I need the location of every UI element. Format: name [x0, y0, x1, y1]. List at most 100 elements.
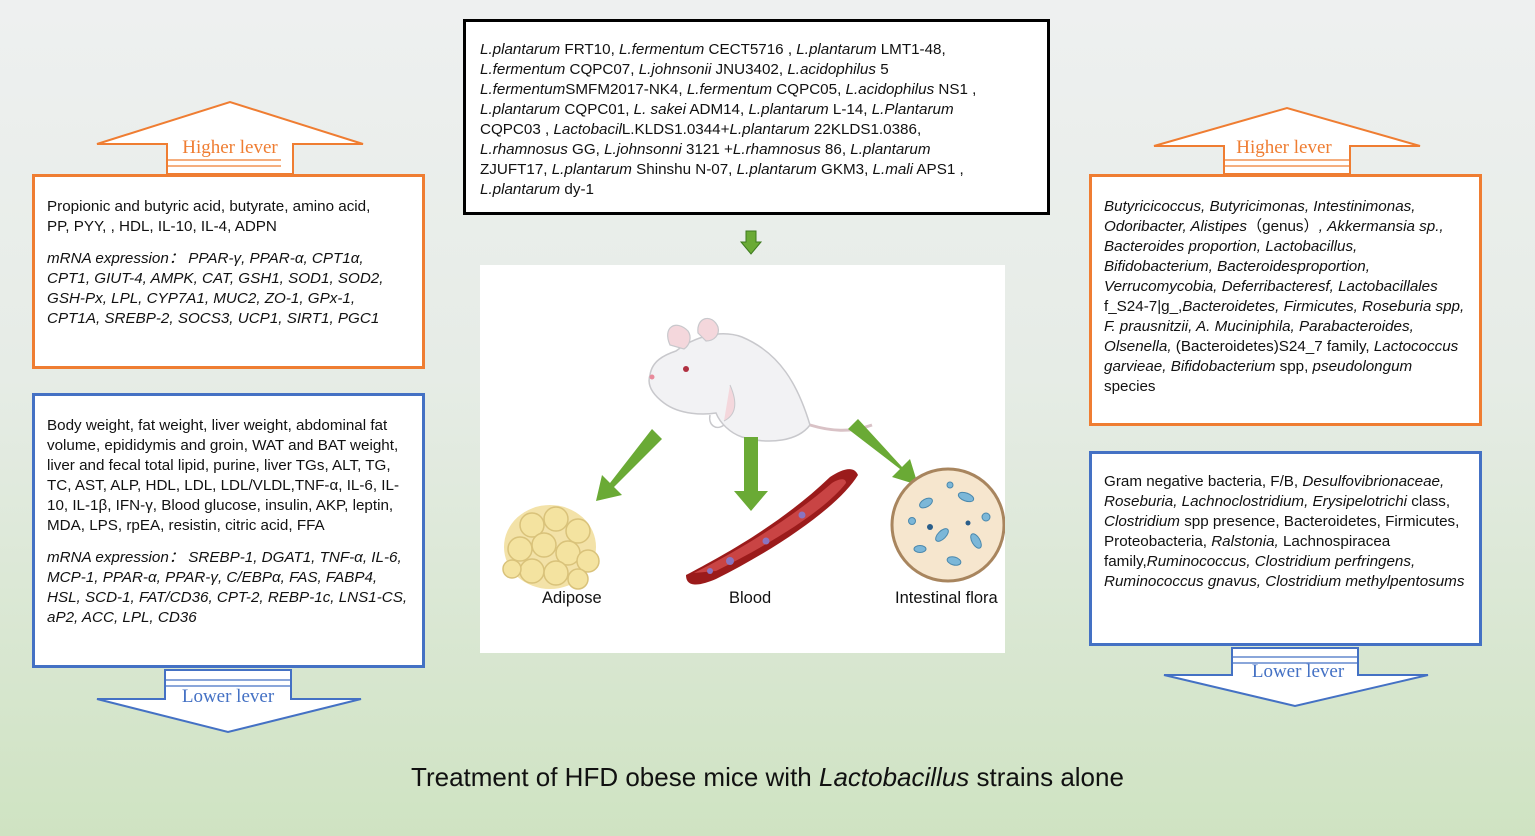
- text-segment: 3121 +: [681, 141, 733, 158]
- intestinal-flora-label: Intestinal flora: [895, 589, 998, 607]
- text-segment: L.plantarum: [551, 161, 632, 178]
- text-segment: dy-1: [560, 181, 594, 198]
- lower-lever-arrow-left: [96, 669, 362, 734]
- text-segment: APS1 ,: [913, 161, 964, 178]
- text-segment: L.fermentum: [480, 81, 566, 98]
- text-segment: Bacteroidetes, Firmicutes, Roseburia spp…: [1104, 298, 1465, 355]
- increased-bacteria-text: Butyricicoccus, Butyricimonas, Intestini…: [1104, 197, 1467, 397]
- text-segment: LMT1-48,: [876, 41, 946, 58]
- text-segment: L.johnsonii: [638, 61, 712, 78]
- strain-line-1: L.plantarum FRT10, L.fermentum CECT5716 …: [480, 40, 1033, 60]
- strain-line-7: ZJUFT17, L.plantarum Shinshu N-07, L.pla…: [480, 160, 1033, 180]
- mouse-icon: [648, 317, 873, 442]
- strain-line-6: L.rhamnosus GG, L.johnsonni 3121 +L.rham…: [480, 140, 1033, 160]
- arrow-to-flora-icon: [848, 419, 918, 485]
- text-segment: Lachnospiracea family,: [1104, 533, 1391, 570]
- text-segment: Desulfovibrionaceae, Roseburia, Lachnocl…: [1104, 473, 1445, 510]
- text-segment: class,: [1411, 493, 1451, 510]
- adipose-icon: [502, 505, 600, 590]
- text-segment: Ralstonia,: [1211, 533, 1283, 550]
- blood-vessel-icon: [686, 469, 858, 585]
- text-segment: CQPC03 ,: [480, 121, 554, 138]
- text-segment: ZJUFT17,: [480, 161, 552, 178]
- arrow-to-adipose-icon: [596, 429, 662, 501]
- text-segment: L.rhamnosus: [480, 141, 568, 158]
- text-segment: CQPC07,: [565, 61, 639, 78]
- downregulated-physiological: Body weight, fat weight, liver weight, a…: [47, 417, 400, 534]
- text-segment: Gram negative bacteria, F/B,: [1104, 473, 1303, 490]
- text-segment: L.plantarum: [480, 181, 561, 198]
- text-segment: 86,: [820, 141, 851, 158]
- strain-line-8: L.plantarum dy-1: [480, 180, 1033, 200]
- text-segment: L.acidophilus: [845, 81, 935, 98]
- text-segment: ADM14,: [685, 101, 749, 118]
- strain-line-5: CQPC03 , LactobacilL.KLDS1.0344+L.planta…: [480, 120, 1033, 140]
- text-segment: L.fermentum: [480, 61, 566, 78]
- lower-lever-label-left: Lower lever: [181, 686, 275, 707]
- upregulated-markers-box: Propionic and butyric acid, butyrate, am…: [32, 174, 425, 369]
- arrow-to-blood-icon: [734, 437, 768, 511]
- text-segment: Lactococcus garvieae, Bifidobacterium: [1104, 338, 1459, 375]
- text-segment: L.mali: [872, 161, 914, 178]
- text-segment: L.KLDS1.0344+: [621, 121, 730, 138]
- down-arrow-icon: [739, 230, 763, 255]
- text-segment: SMFM2017-NK4,: [565, 81, 687, 98]
- strain-line-3: L.fermentumSMFM2017-NK4, L.fermentum CQP…: [480, 80, 1033, 100]
- text-segment: CQPC01,: [560, 101, 634, 118]
- strain-line-2: L.fermentum CQPC07, L.johnsonii JNU3402,…: [480, 60, 1033, 80]
- lower-lever-arrow-right: [1163, 647, 1429, 708]
- text-segment: CECT5716 ,: [704, 41, 797, 58]
- text-segment: , Akkermansia sp., Bacteroides proportio…: [1104, 218, 1444, 295]
- text-segment: f_S24-7|g_,: [1104, 298, 1183, 315]
- text-segment: L.acidophilus: [787, 61, 876, 78]
- text-segment: spp presence, Bacteroidetes, Firmicutes,…: [1104, 513, 1460, 550]
- figure-caption: Treatment of HFD obese mice with Lactoba…: [411, 762, 1124, 792]
- text-segment: L.johnsonni: [604, 141, 682, 158]
- text-segment: L.rhamnosus: [732, 141, 821, 158]
- downregulated-markers-box: Body weight, fat weight, liver weight, a…: [32, 393, 425, 668]
- higher-lever-arrow-left: [96, 100, 364, 175]
- lactobacillus-strains-box: L.plantarum FRT10, L.fermentum CECT5716 …: [463, 19, 1050, 215]
- text-segment: Clostridium: [1104, 513, 1185, 530]
- strain-line-4: L.plantarum CQPC01, L. sakei ADM14, L.pl…: [480, 100, 1033, 120]
- intestinal-flora-icon: [890, 467, 1006, 583]
- treatment-effects-illustration: Adipose Blood Intestinal flora: [480, 265, 1006, 653]
- text-segment: L. sakei: [633, 101, 686, 118]
- text-segment: L-14,: [828, 101, 872, 118]
- text-segment: (Bacteroidetes)S24_7 family,: [1175, 338, 1374, 355]
- higher-lever-label-right: Higher lever: [1236, 137, 1332, 158]
- increased-bacteria-box: Butyricicoccus, Butyricimonas, Intestini…: [1089, 174, 1482, 426]
- text-segment: Ruminococcus, Clostridium perfringens, R…: [1104, 553, 1465, 590]
- text-segment: 5: [875, 61, 889, 78]
- text-segment: L.plantarum: [850, 141, 931, 158]
- higher-lever-label-left: Higher lever: [182, 137, 278, 158]
- text-segment: JNU3402,: [711, 61, 788, 78]
- upregulated-metabolites: Propionic and butyric acid, butyrate, am…: [47, 198, 371, 235]
- text-segment: L.plantarum: [736, 161, 817, 178]
- text-segment: 22KLDS1.0386,: [809, 121, 922, 138]
- text-segment: L.plantarum: [729, 121, 810, 138]
- text-segment: L.plantarum: [480, 101, 561, 118]
- text-segment: （genus）: [1246, 218, 1319, 235]
- text-segment: Butyricicoccus, Butyricimonas, Intestini…: [1104, 198, 1416, 235]
- text-segment: species: [1104, 378, 1156, 395]
- text-segment: GG,: [567, 141, 605, 158]
- text-segment: L.plantarum: [796, 41, 877, 58]
- text-segment: L.fermentum: [619, 41, 705, 58]
- text-segment: L.plantarum: [748, 101, 829, 118]
- downregulated-mrna: mRNA expression： SREBP-1, DGAT1, TNF-α, …: [47, 549, 408, 626]
- text-segment: L.plantarum: [480, 41, 561, 58]
- text-segment: pseudolongum: [1312, 358, 1413, 375]
- text-segment: L.fermentum: [686, 81, 773, 98]
- lower-lever-label-right: Lower lever: [1251, 661, 1345, 682]
- text-segment: GKM3,: [816, 161, 873, 178]
- upregulated-mrna: mRNA expression： PPAR-γ, PPAR-α, CPT1α, …: [47, 250, 384, 327]
- illustration-canvas: [502, 317, 1006, 590]
- text-segment: spp,: [1279, 358, 1313, 375]
- text-segment: L.Plantarum: [871, 101, 954, 118]
- decreased-bacteria-box: Gram negative bacteria, F/B, Desulfovibr…: [1089, 451, 1482, 646]
- text-segment: NS1 ,: [934, 81, 977, 98]
- blood-label: Blood: [729, 589, 772, 607]
- adipose-label: Adipose: [542, 589, 602, 607]
- text-segment: CQPC05,: [772, 81, 846, 98]
